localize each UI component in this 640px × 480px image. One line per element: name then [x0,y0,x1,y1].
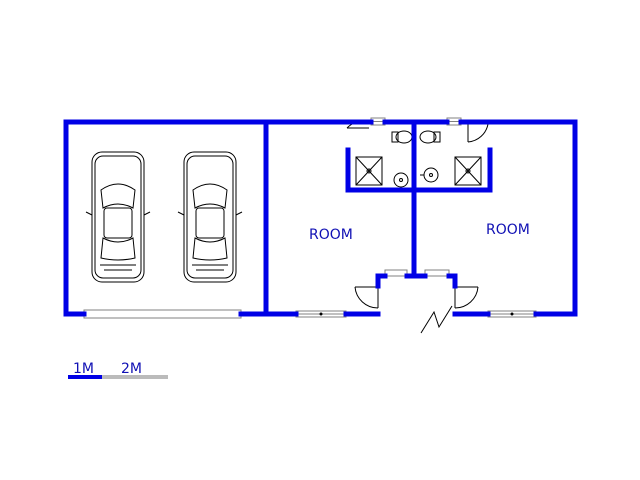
garage-door [83,309,242,319]
toilet-left [391,130,413,144]
scale-bar: 1M 2M [68,361,168,379]
entry-arrow [420,305,453,334]
scale-label-1m: 1M [73,361,94,377]
door-entry-right [454,285,479,309]
basin-right [420,167,439,183]
car-right [177,151,243,283]
car-left [85,151,151,283]
room-label-right: ROOM [486,222,530,238]
basin-left [393,172,409,189]
doors [346,120,489,334]
door-entry-left [354,285,379,309]
door-right-bathroom [467,122,489,143]
garage [83,151,243,319]
window-bottom-right [487,310,537,318]
scale-label-2m: 2M [121,361,142,377]
bathroom-fixtures [355,130,482,189]
shower-right [454,156,482,186]
window-entry-right [424,269,450,277]
shower-left [355,156,383,186]
window-entry-left [384,269,408,277]
window-bottom-left [295,310,347,318]
room-label-left: ROOM [309,227,353,243]
windows [295,117,537,318]
walls [63,119,578,317]
toilet-right [419,130,441,144]
